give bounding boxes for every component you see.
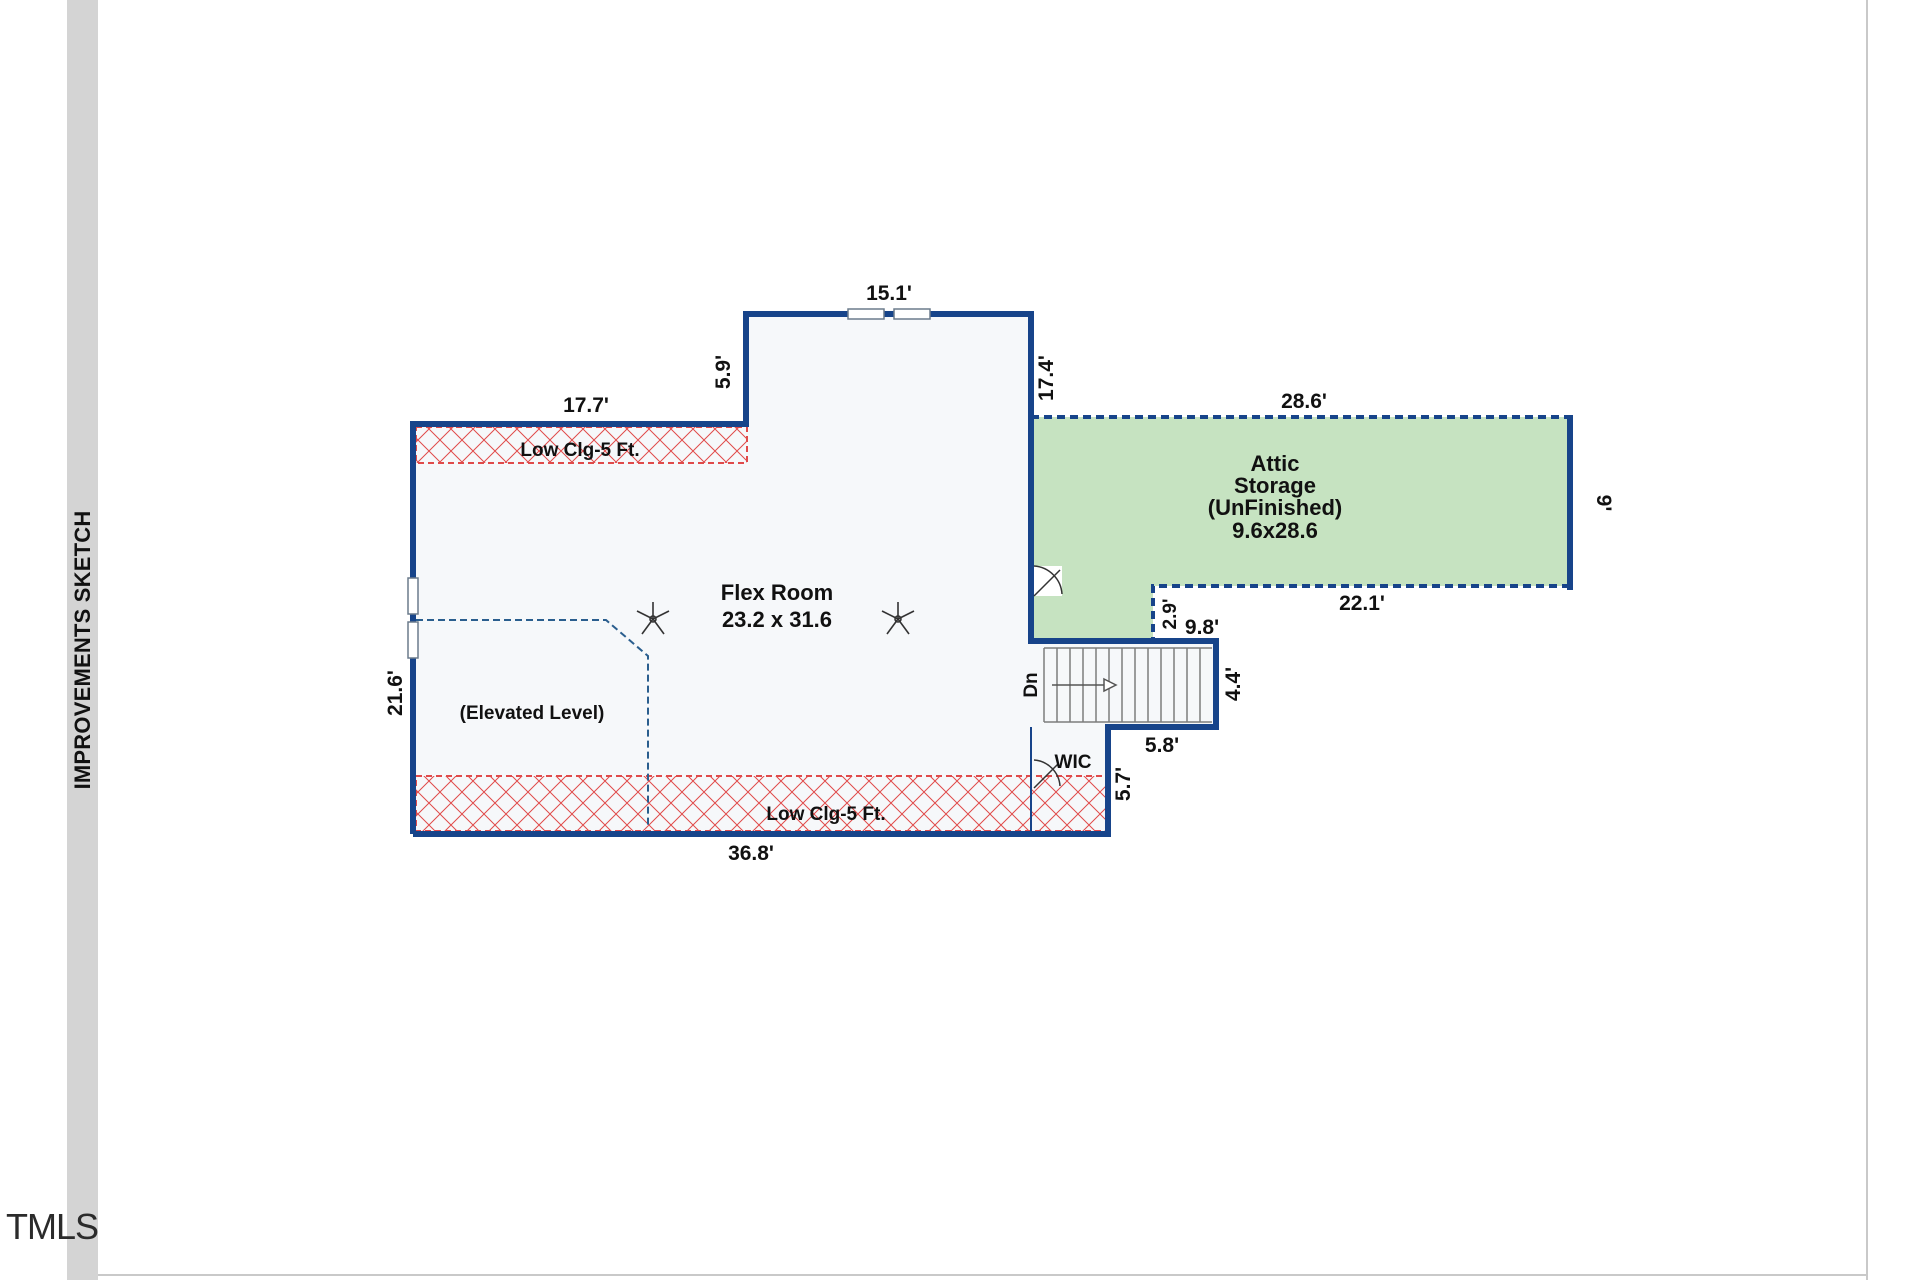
- attic-door-icon: [1033, 565, 1063, 597]
- dim-attic-top: 28.6': [1281, 390, 1327, 413]
- ceiling-fan-icon: [636, 602, 670, 635]
- window-top: [847, 308, 931, 320]
- flex-room-name: Flex Room: [721, 580, 833, 605]
- wic-label: WIC: [1055, 752, 1092, 773]
- dim-bottom-wall: 36.8': [728, 842, 774, 865]
- attic-size: 9.6x28.6: [1232, 518, 1318, 543]
- dim-right-upper-wall: 17.4': [1035, 355, 1058, 401]
- dim-wic-right: 5.7': [1112, 767, 1135, 801]
- flex-room-walls: [410, 311, 1153, 834]
- frame-bottom-border: [98, 1274, 1868, 1276]
- low-ceiling-zone-top: [416, 427, 747, 463]
- low-ceiling-label-bottom: Low Clg-5 Ft.: [766, 804, 885, 825]
- elevated-level-outline: [416, 619, 649, 826]
- sidebar-strip: [67, 0, 98, 1280]
- flex-room-size: 23.2 x 31.6: [722, 607, 832, 632]
- dim-step-wall: 5.9': [712, 355, 735, 389]
- window-left: [407, 577, 419, 659]
- attic-label-line-3: (UnFinished): [1208, 495, 1342, 520]
- dim-left-top-wall: 17.7': [563, 394, 609, 417]
- ceiling-fan-icon: [881, 602, 915, 635]
- stair-and-wic-walls: [413, 638, 1219, 837]
- elevated-level-label: (Elevated Level): [460, 703, 605, 724]
- attic-label-line-1: Attic: [1251, 451, 1300, 476]
- dim-attic-step: 2.9': [1160, 599, 1181, 630]
- dim-stair-top: 9.8': [1185, 616, 1219, 639]
- low-ceiling-label-top: Low Clg-5 Ft.: [520, 440, 639, 461]
- dim-attic-right: 9': [1592, 495, 1615, 512]
- attic-label-line-2: Storage: [1234, 473, 1316, 498]
- mls-watermark: TMLS: [6, 1206, 99, 1247]
- stairs-down-label: Dn: [1021, 672, 1042, 697]
- stairs-direction-arrow-icon: [1052, 677, 1118, 693]
- wic-door-icon: [1033, 759, 1061, 789]
- low-ceiling-zone-bottom: [416, 776, 1106, 831]
- attic-dashed-walls: [1031, 415, 1570, 641]
- dim-top-wall: 15.1': [866, 282, 912, 305]
- dim-attic-bottom: 22.1': [1339, 592, 1385, 615]
- frame-right-border: [1866, 0, 1868, 1280]
- dim-stair-bottom: 5.8': [1145, 734, 1179, 757]
- dim-stair-right: 4.4': [1222, 667, 1245, 701]
- dim-left-wall: 21.6': [384, 670, 407, 716]
